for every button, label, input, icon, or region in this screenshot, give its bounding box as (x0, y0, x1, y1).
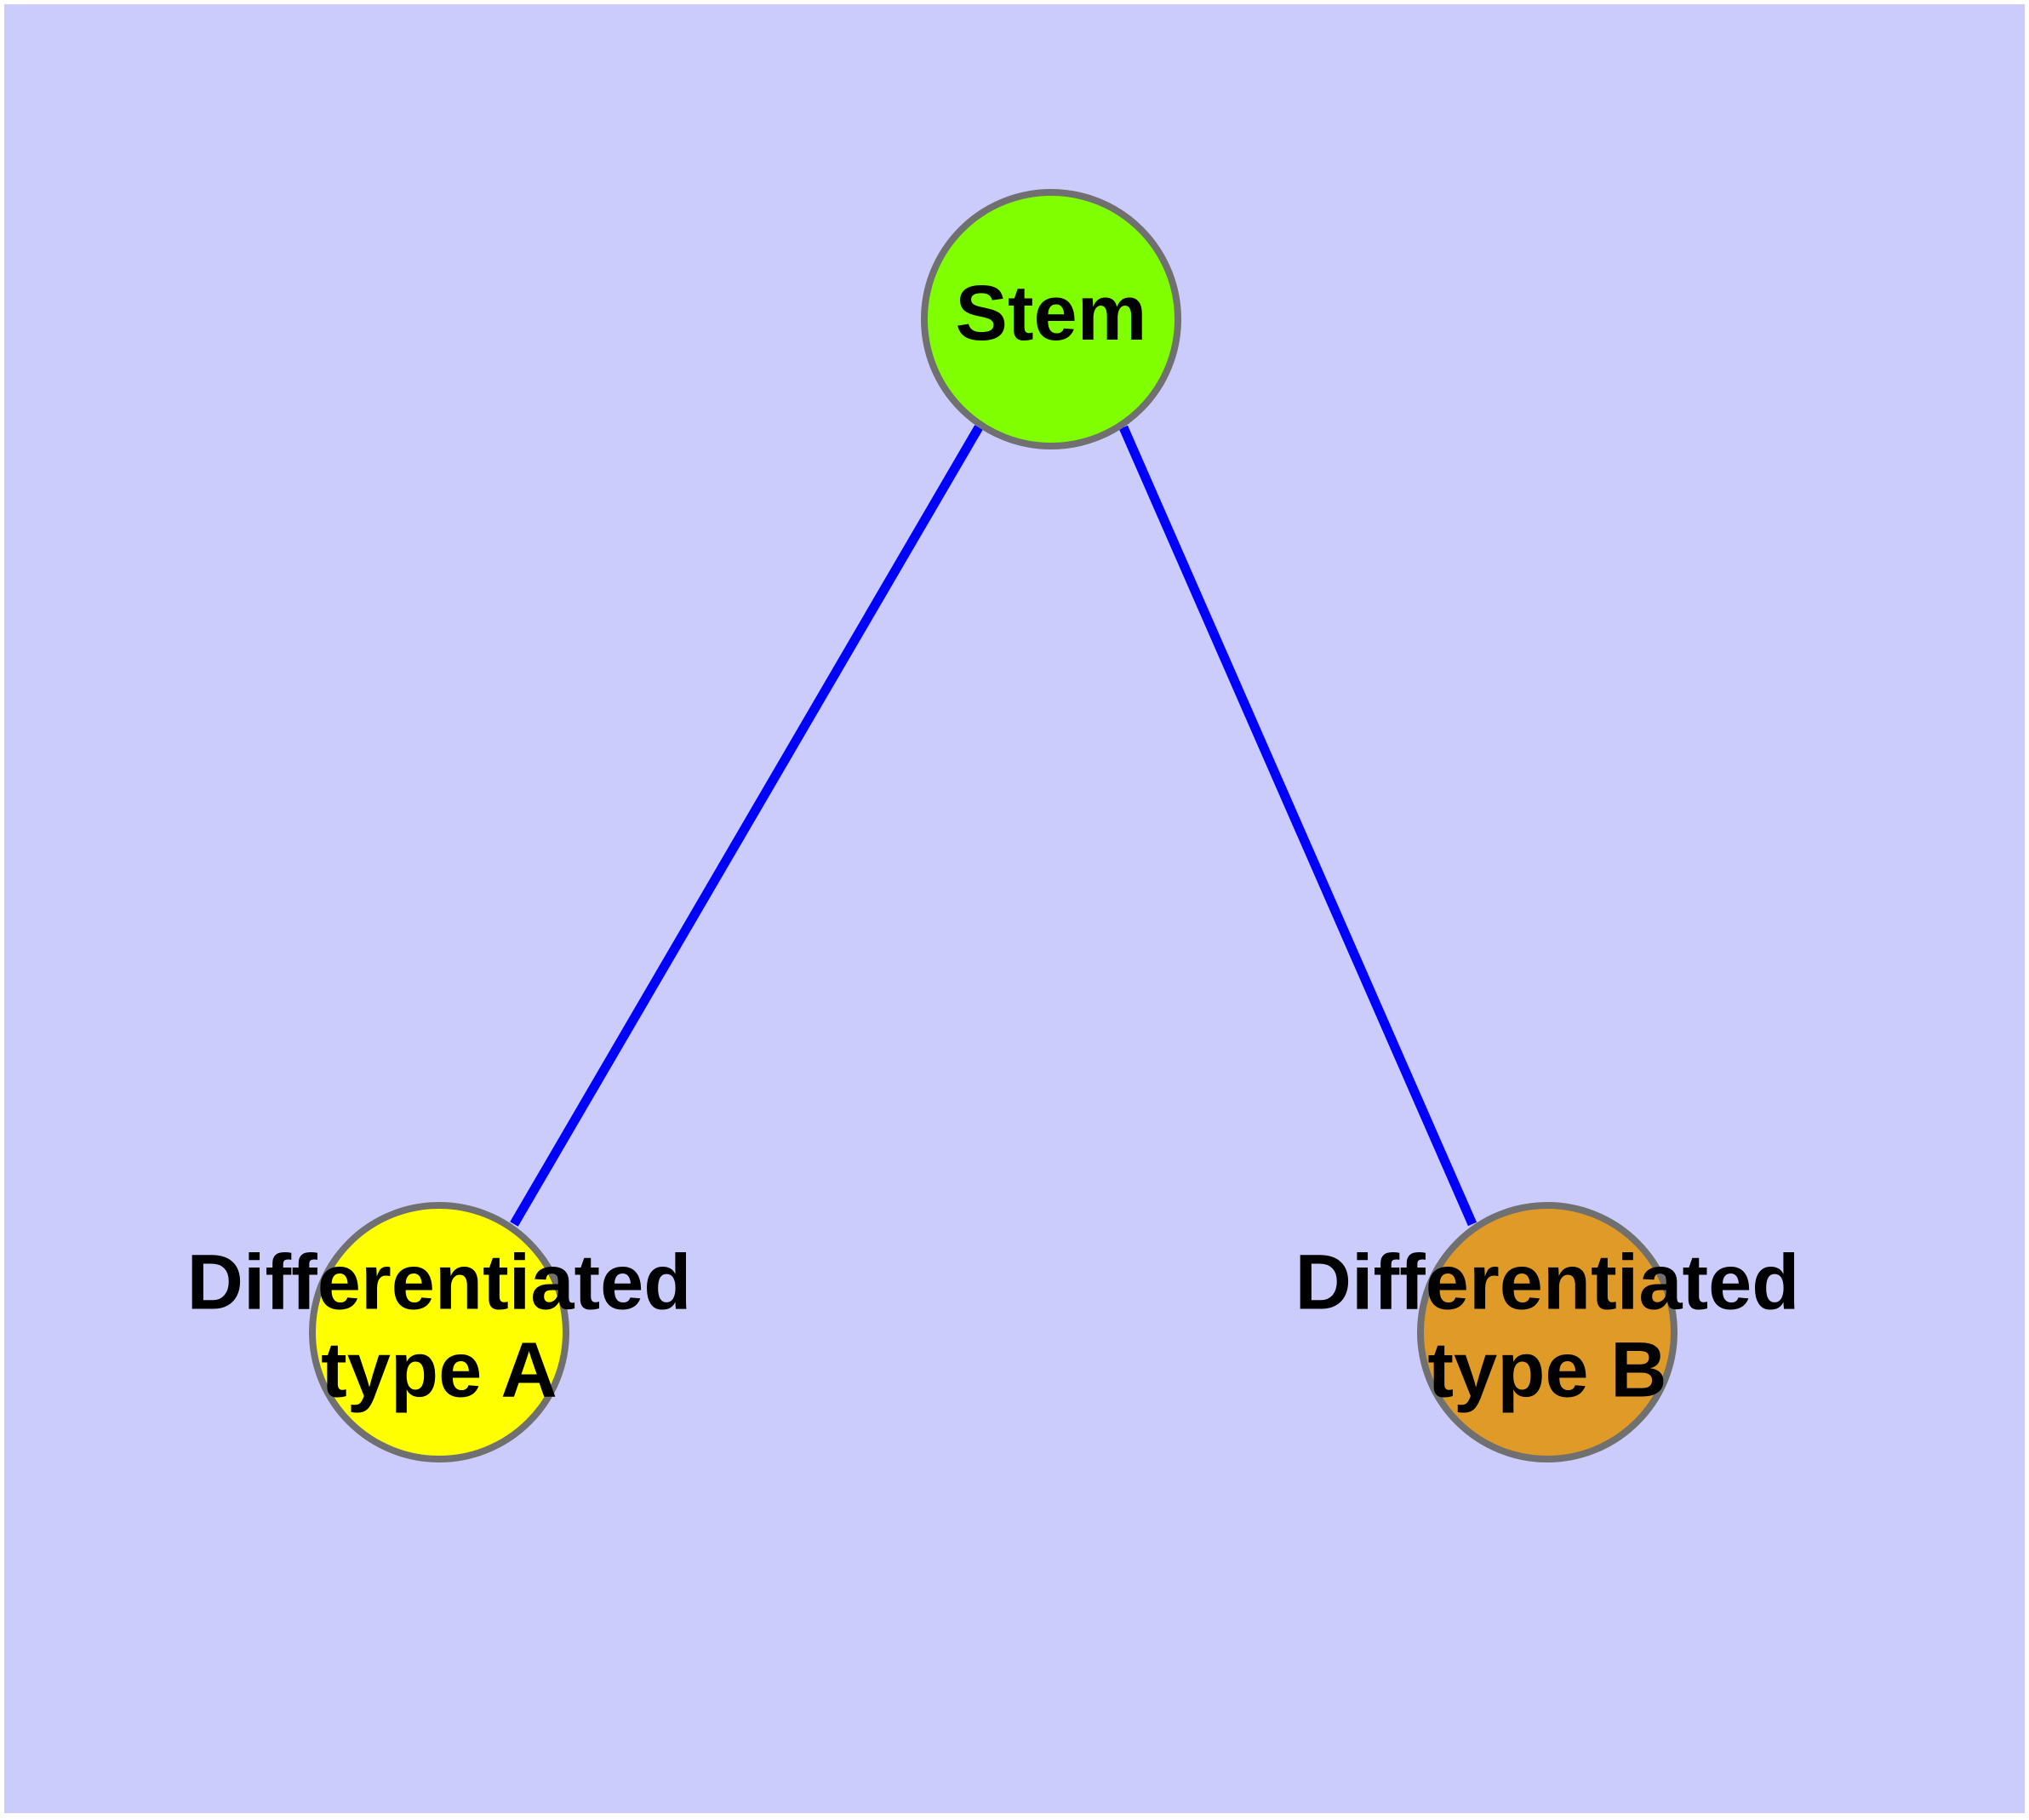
node-label-line: Differentiated (187, 1239, 692, 1326)
graph-edge-stem-to-a (510, 425, 983, 1227)
node-label-line: Stem (956, 270, 1147, 357)
node-label-line: type A (321, 1327, 557, 1414)
node-label-stem: Stem (956, 270, 1147, 357)
node-circle-stem[interactable] (921, 189, 1181, 449)
node-label-line: type B (1427, 1327, 1666, 1414)
node-circle-diff_a[interactable] (309, 1202, 569, 1462)
node-circle-diff_b[interactable] (1417, 1202, 1677, 1462)
graph-edge-stem-to-b (1118, 425, 1477, 1227)
graph-node-stem[interactable]: Stem (921, 189, 1181, 449)
edges-group (510, 425, 1477, 1227)
node-label-line: Differentiated (1295, 1239, 1800, 1326)
